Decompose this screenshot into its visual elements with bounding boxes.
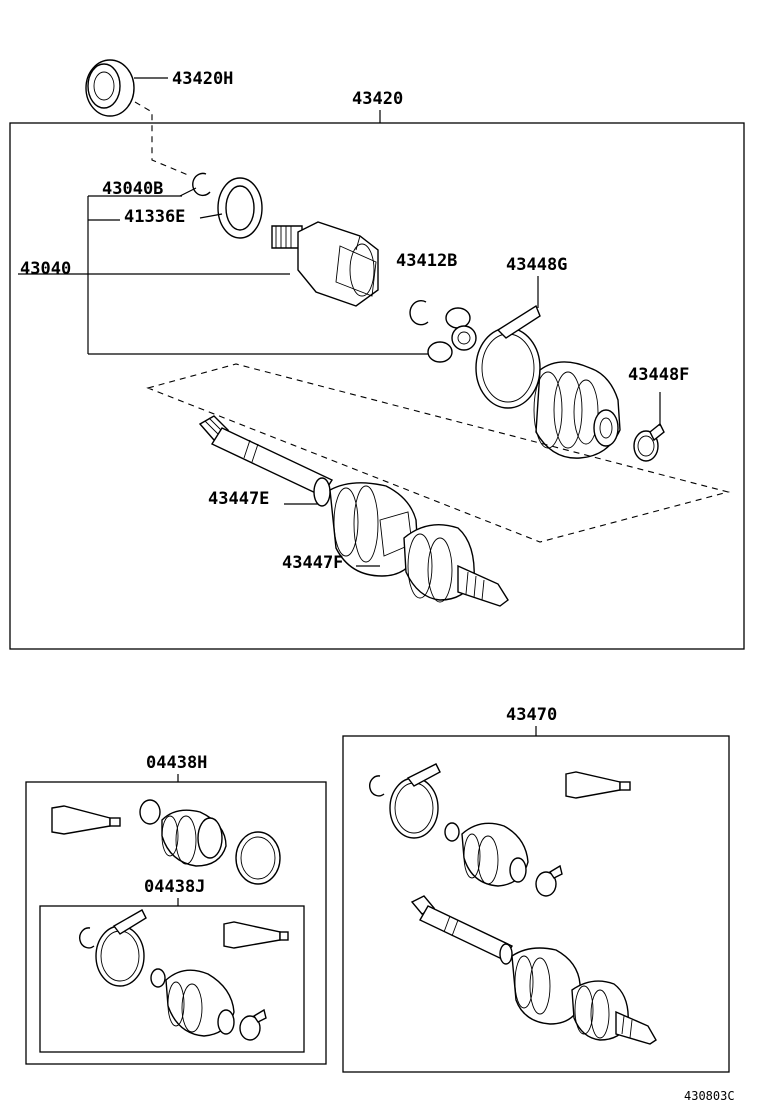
snap-ring-43412b[interactable] [409,300,429,326]
boot-04438j[interactable] [165,969,235,1037]
assembly-box-43470 [342,735,730,1073]
small-clamp-04438j[interactable] [239,1008,267,1041]
label-43412b: 43412B [396,251,457,271]
ring-43470[interactable] [444,822,460,842]
boot-04438h[interactable] [161,809,227,867]
boot-clamp-43448f[interactable] [633,422,665,462]
label-43448g: 43448G [506,255,567,275]
ring-04438h[interactable] [139,799,161,825]
label-41336e: 41336E [124,207,185,227]
kit-box-04438h [25,781,327,1065]
leader-43420h [134,101,189,176]
label-43448f: 43448F [628,365,689,385]
tripod-spider[interactable] [427,307,477,363]
label-43040: 43040 [20,259,71,279]
label-04438h: 04438H [146,753,207,773]
label-43447e: 43447E [208,489,269,509]
label-43470: 43470 [506,705,557,725]
drive-shaft-43470[interactable] [410,895,657,1045]
dashed-outline-shaft [146,363,731,543]
drive-shaft[interactable] [198,415,509,607]
grease-tube-04438j[interactable] [223,921,289,949]
label-43420h: 43420H [172,69,233,89]
grease-tube-04438h[interactable] [51,805,121,835]
label-43040b: 43040B [102,179,163,199]
ring-04438j[interactable] [150,968,166,988]
band-04438h[interactable] [235,831,281,885]
label-43420: 43420 [352,89,403,109]
snap-ring-top[interactable] [192,172,211,197]
oil-seal-43420h[interactable] [85,59,135,117]
assembly-box-43420 [9,122,745,650]
snap-ring-04438j[interactable] [79,927,95,949]
label-04438j: 04438J [144,877,205,897]
boot-43470[interactable] [461,822,529,887]
diagram-code: 430803C [684,1089,735,1103]
clamp-43470[interactable] [389,763,441,839]
kit-box-04438j [39,905,305,1053]
label-43447f: 43447F [282,553,343,573]
boot-clamp-43448g[interactable] [475,304,541,409]
outboard-joint-43040[interactable] [271,221,379,307]
clamp-04438j[interactable] [95,909,147,987]
grease-tube-43470[interactable] [565,771,631,799]
boot-upper[interactable] [533,361,621,459]
snap-ring-43470[interactable] [369,775,385,797]
small-clamp-43470[interactable] [535,864,563,897]
bearing-41336e[interactable] [217,177,263,239]
